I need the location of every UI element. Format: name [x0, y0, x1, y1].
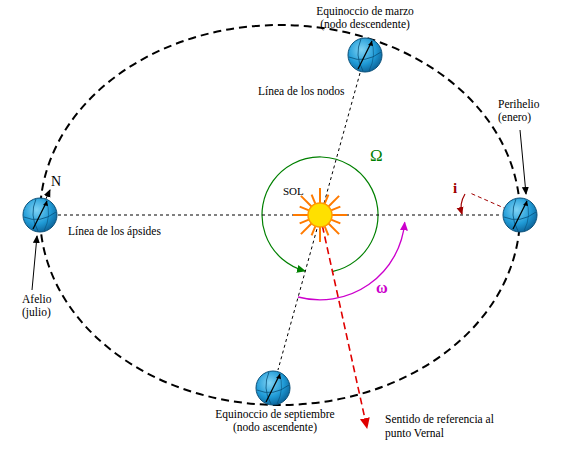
reference-note: Sentido de referencia al punto Vernal: [385, 413, 497, 440]
sun-ray: [300, 220, 309, 224]
angle-label: ω: [376, 279, 388, 297]
orbit-ellipse: [40, 25, 520, 405]
line-of-nodes: [278, 73, 360, 370]
earth-axis: [33, 201, 47, 229]
earth-axis: [513, 201, 527, 229]
perihelion-argument-arc: [298, 222, 405, 300]
edge-label: Línea de los ápsides: [68, 225, 161, 238]
earth-globe: [255, 370, 291, 406]
sun-ray: [300, 207, 309, 211]
node-caption: Perihelio (enero): [498, 98, 548, 124]
earth-globe: [502, 197, 538, 233]
node-caption: Equinoccio de septiembre (nodo ascendent…: [213, 408, 338, 434]
leader-arrow: [520, 130, 526, 194]
globe-line: [44, 200, 49, 231]
globe-body: [503, 198, 537, 232]
earth-node: Perihelio (enero): [502, 197, 538, 233]
angle-label: Ω: [370, 146, 383, 165]
globe-line: [266, 372, 271, 404]
sun-ray: [293, 214, 308, 216]
leader-arrow: [32, 236, 37, 290]
globe-line: [358, 39, 363, 71]
node-longitude-arc: [262, 157, 378, 272]
earth-node: Afelio (julio): [22, 197, 58, 233]
node-caption: SOL: [283, 185, 313, 198]
axis-head: [276, 374, 281, 379]
globe-line: [524, 200, 529, 231]
sun-ray: [331, 220, 340, 224]
sun-ray: [301, 196, 312, 207]
globe-line: [277, 373, 282, 404]
globe-body: [348, 38, 382, 72]
sun-ray: [325, 195, 329, 204]
globe-line: [513, 199, 518, 231]
node-caption: Equinoccio de marzo (nodo descendente): [308, 5, 423, 31]
sun-ray: [312, 195, 316, 204]
earth-node: Equinoccio de marzo (nodo descendente): [347, 37, 383, 73]
sun-disc: [308, 203, 332, 227]
node-caption: Afelio (julio): [22, 293, 67, 319]
globe-line: [369, 40, 374, 71]
inclination-arc: [461, 194, 465, 214]
globe-line: [33, 199, 38, 231]
sun-ray: [325, 226, 329, 235]
vernal-direction-line: [320, 215, 367, 428]
sun-ray: [328, 196, 339, 207]
globe-body: [256, 371, 290, 405]
earth-globe: [22, 197, 58, 233]
sun-ray: [331, 207, 340, 211]
axis-head: [523, 201, 528, 206]
sun-ray: [328, 223, 339, 234]
globe-body: [23, 198, 57, 232]
earth-axis: [266, 374, 280, 402]
sun-node: SOL: [292, 187, 348, 243]
angle-label: N: [51, 174, 61, 190]
axis-head: [43, 201, 48, 206]
sun-ray: [312, 226, 316, 235]
sun-ray: [319, 227, 321, 242]
edge-label: Línea de los nodos: [258, 85, 345, 98]
earth-node: Equinoccio de septiembre (nodo ascendent…: [255, 370, 291, 406]
sun-ray: [332, 214, 347, 216]
earth-globe: [347, 37, 383, 73]
angle-label: i: [453, 180, 457, 197]
sun-ray: [301, 223, 312, 234]
axis-head: [368, 41, 373, 46]
line-of-apsides: [58, 215, 502, 216]
earth-axis: [358, 41, 372, 69]
sun-ray: [319, 188, 321, 203]
